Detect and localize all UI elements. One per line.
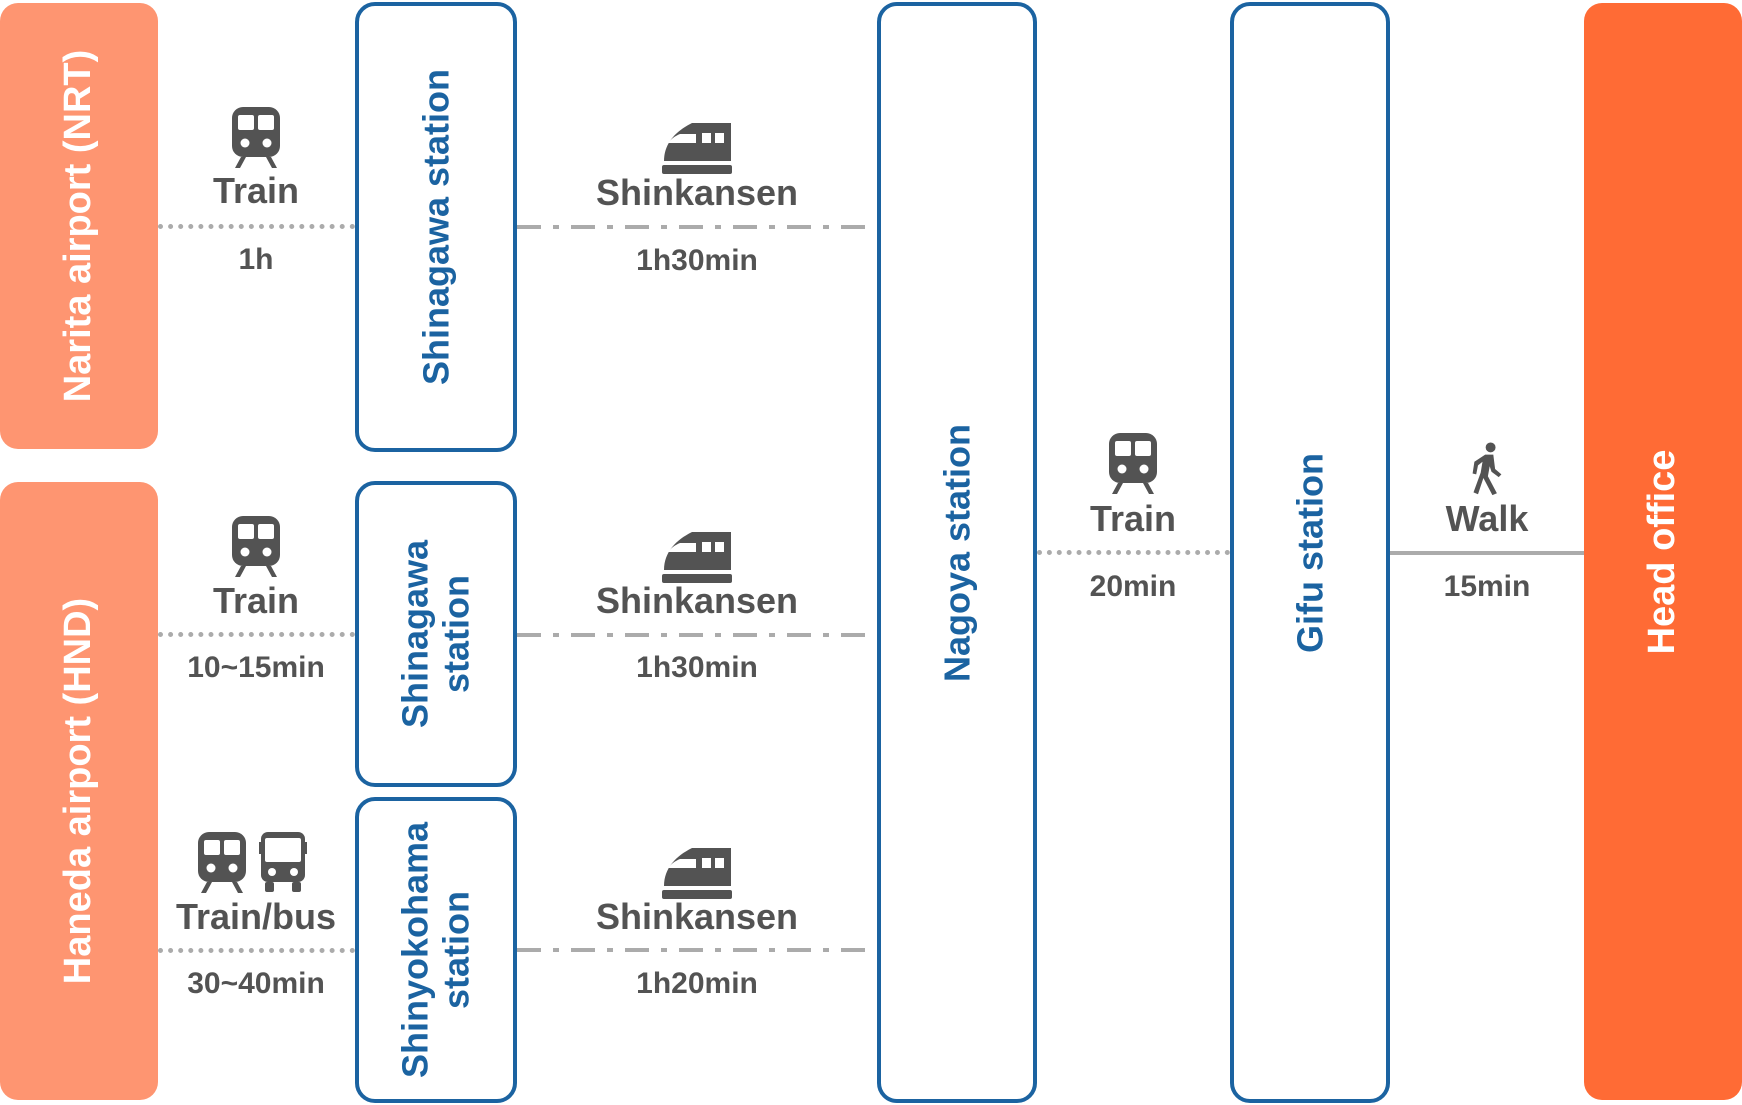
gifu-station-label: Gifu station	[1289, 452, 1331, 653]
route-mode-label: Shinkansen	[595, 580, 799, 621]
gifu-station-box: Gifu station	[1230, 2, 1390, 1103]
route-time-label: 15min	[1443, 570, 1531, 603]
connector-shinagawa-top-nagoya	[517, 225, 877, 229]
route-time-label: 1h20min	[636, 967, 758, 1000]
route-time-label: 20min	[1089, 570, 1177, 603]
head-office-box: Head office	[1584, 3, 1742, 1100]
shinagawa-station-top-box: Shinagawa station	[355, 2, 517, 452]
shinyokohama-station-box: Shinyokohama station	[355, 797, 517, 1103]
nagoya-station-label: Nagoya station	[936, 423, 978, 682]
route-mode-label: Shinkansen	[595, 896, 799, 937]
shinkansen-icon	[662, 532, 732, 584]
connector-nagoya-gifu	[1037, 550, 1230, 555]
connector-haneda-shinyokohama	[158, 948, 355, 953]
route-time-label: 1h	[238, 243, 274, 276]
walk-icon	[1469, 442, 1505, 496]
shinkansen-icon	[662, 848, 732, 900]
connector-shinagawa-mid-nagoya	[517, 633, 877, 637]
shinagawa-station-top-label: Shinagawa station	[415, 68, 457, 386]
shinkansen-icon	[662, 123, 732, 175]
route-mode-label: Train/bus	[175, 896, 337, 937]
shinagawa-station-mid-box: Shinagawa station	[355, 481, 517, 787]
route-mode-label: Shinkansen	[595, 172, 799, 213]
shinagawa-station-mid-label: Shinagawa station	[394, 539, 477, 729]
connector-shinyokohama-nagoya	[517, 948, 877, 952]
narita-airport-box: Narita airport (NRT)	[0, 3, 158, 449]
route-time-label: 1h30min	[636, 651, 758, 684]
route-mode-label: Train	[212, 580, 300, 621]
route-mode-label: Walk	[1445, 498, 1529, 539]
train-icon	[1108, 433, 1158, 495]
route-mode-label: Train	[1089, 498, 1177, 539]
route-mode-label: Train	[212, 170, 300, 211]
train-icon	[231, 107, 281, 169]
shinyokohama-station-label: Shinyokohama station	[394, 821, 477, 1079]
haneda-airport-label: Haneda airport (HND)	[57, 597, 100, 985]
route-time-label: 10~15min	[187, 651, 325, 684]
connector-narita-shinagawa	[158, 224, 355, 229]
head-office-label: Head office	[1641, 449, 1684, 654]
narita-airport-label: Narita airport (NRT)	[57, 49, 100, 403]
route-time-label: 30~40min	[187, 967, 325, 1000]
connector-gifu-office	[1390, 551, 1584, 555]
haneda-airport-box: Haneda airport (HND)	[0, 482, 158, 1100]
train-icon	[231, 516, 281, 578]
train-and-bus-icon	[197, 832, 315, 894]
route-time-label: 1h30min	[636, 244, 758, 277]
nagoya-station-box: Nagoya station	[877, 2, 1037, 1103]
connector-haneda-shinagawa	[158, 632, 355, 637]
